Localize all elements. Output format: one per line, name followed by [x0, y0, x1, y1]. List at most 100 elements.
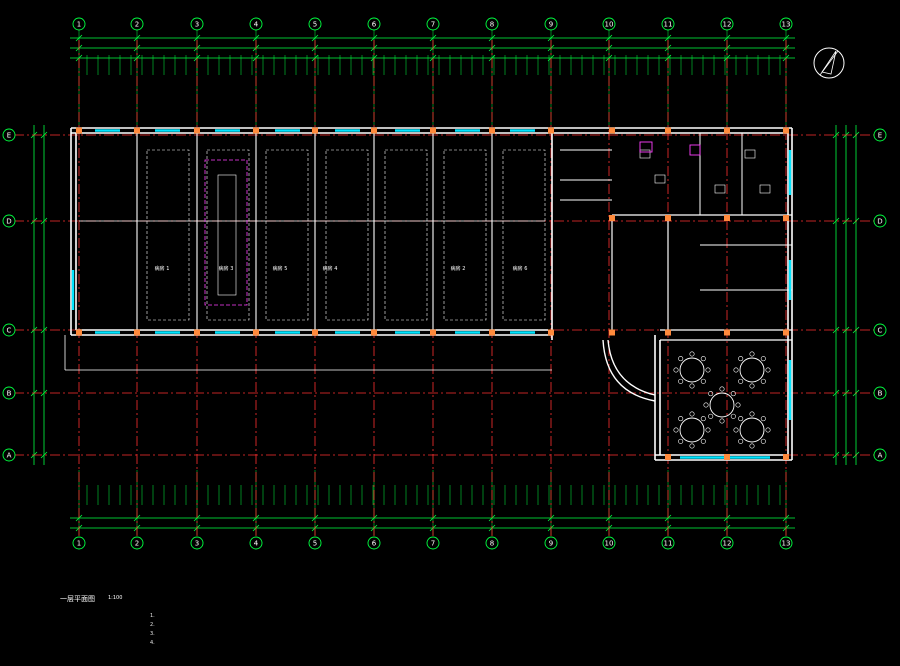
room-label: 病房 2: [451, 265, 466, 272]
chair: [738, 438, 744, 444]
axis-bubble: [873, 448, 887, 462]
column: [724, 454, 730, 460]
chair: [760, 416, 766, 422]
axis-bubble-label: D: [877, 218, 882, 226]
scale-label: 1:100: [108, 595, 123, 601]
room-label: 病房 5: [273, 265, 288, 272]
chair: [708, 391, 714, 397]
axis-bubble-label: B: [7, 390, 12, 398]
column: [194, 127, 200, 134]
magenta-fixture: [689, 144, 701, 156]
fixture: [654, 174, 666, 184]
column: [609, 329, 615, 336]
dimension-tick: [832, 217, 840, 225]
column: [609, 127, 615, 134]
chair: [760, 438, 766, 444]
building-walls: [64, 127, 793, 461]
axis-bubble-label: 13: [782, 540, 791, 548]
chair: [738, 356, 744, 362]
axis-bubble: [720, 17, 734, 31]
dimension-tick: [832, 131, 840, 139]
axis-bubble-label: 1: [77, 540, 81, 548]
axis-bubble-label: 2: [135, 540, 139, 548]
chair: [760, 378, 766, 384]
column: [724, 215, 730, 221]
column: [489, 329, 495, 336]
chair: [760, 356, 766, 362]
axis-bubble-label: C: [878, 327, 883, 335]
column: [489, 127, 495, 134]
axis-bubble-label: 3: [195, 540, 199, 548]
chair: [733, 367, 739, 373]
room-label: 病房 4: [323, 265, 338, 272]
chair: [689, 383, 695, 389]
axis-bubble-label: 8: [490, 21, 494, 29]
column: [134, 329, 140, 336]
chair: [719, 418, 725, 424]
axis-bubble-label: 6: [372, 21, 377, 29]
fixture: [714, 184, 726, 194]
axis-bubble: [130, 17, 144, 31]
axis-bubble: [249, 536, 263, 550]
note-2: 2.: [150, 622, 155, 628]
chair: [678, 356, 684, 362]
fixture: [759, 184, 771, 194]
curved-wall: [607, 339, 656, 396]
axis-bubble: [661, 17, 675, 31]
axis-bubble: [873, 323, 887, 337]
round-table: [739, 417, 765, 443]
note-1: 1.: [150, 613, 155, 619]
dimension-tick: [40, 217, 48, 225]
column: [783, 127, 789, 134]
dimension-tick: [40, 389, 48, 397]
plan-title: 一层平面图: [60, 595, 95, 603]
fixture: [744, 149, 756, 159]
chair: [730, 413, 736, 419]
chair: [689, 411, 695, 417]
axis-bubble-label: 5: [313, 21, 317, 29]
north-arrow-icon: [813, 47, 845, 79]
round-table: [679, 357, 705, 383]
axis-bubble-label: 2: [135, 21, 139, 29]
chair: [749, 411, 755, 417]
column: [548, 329, 554, 336]
axis-bubble-label: 6: [372, 540, 377, 548]
column: [665, 454, 671, 460]
chair: [673, 427, 679, 433]
column: [134, 127, 140, 134]
column: [783, 329, 789, 336]
chair: [705, 427, 711, 433]
chair: [678, 416, 684, 422]
axis-bubble-label: 9: [549, 21, 553, 29]
column: [76, 127, 82, 134]
column: [312, 127, 318, 134]
magenta-zone: [204, 159, 248, 306]
chair: [678, 378, 684, 384]
axis-bubble: [720, 536, 734, 550]
axis-bubble-label: 12: [723, 540, 732, 548]
axis-bubble: [426, 536, 440, 550]
axis-bubble: [873, 128, 887, 142]
chair: [733, 427, 739, 433]
bed-outline: [384, 149, 428, 321]
chair: [765, 427, 771, 433]
dimension-tick: [40, 131, 48, 139]
chair: [700, 438, 706, 444]
chair: [700, 378, 706, 384]
column: [548, 127, 554, 134]
axis-bubble: [72, 536, 86, 550]
axis-bubble: [130, 536, 144, 550]
axis-bubble: [602, 17, 616, 31]
column: [665, 127, 671, 134]
axis-bubble-label: 1: [77, 21, 81, 29]
chair: [749, 383, 755, 389]
axis-bubble: [426, 17, 440, 31]
chair: [749, 351, 755, 357]
axis-bubble-label: 3: [195, 21, 199, 29]
column: [253, 127, 259, 134]
chair: [689, 443, 695, 449]
axis-bubble-label: 9: [549, 540, 553, 548]
axis-bubble-label: 10: [605, 21, 614, 29]
